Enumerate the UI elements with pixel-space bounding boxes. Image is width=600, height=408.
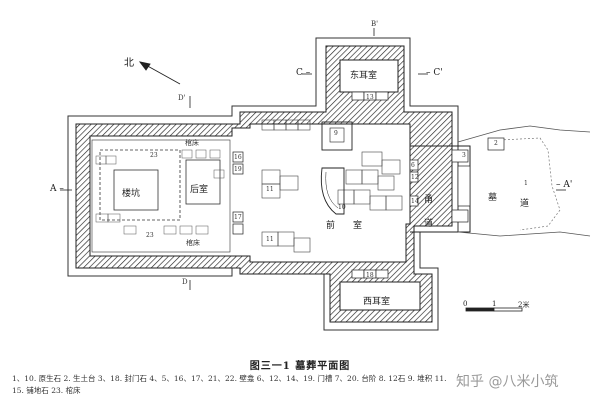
passage-blocks (409, 137, 505, 223)
num-19: 19 (234, 166, 242, 173)
scale-bar (465, 307, 523, 312)
num-1: 1 (524, 180, 528, 187)
num-11b: 11 (266, 236, 274, 243)
north-label: 北 (124, 58, 134, 69)
room-coffin-bottom: 棺床 (186, 239, 200, 247)
num-13: 13 (366, 94, 374, 101)
scale-2: 2米 (518, 301, 530, 309)
watermark: 知乎 @八米小筑 (456, 374, 559, 390)
num-16: 16 (234, 154, 242, 161)
room-west-side: 西耳室 (363, 297, 391, 307)
section-d-bottom: D (182, 278, 188, 286)
back-room-box (185, 159, 221, 205)
num-18: 18 (366, 272, 374, 279)
num-10: 10 (338, 204, 346, 211)
ramp-edge (499, 137, 561, 231)
section-c-right: – C' (426, 68, 443, 78)
num-3: 3 (462, 152, 466, 159)
section-b-top: B' (371, 20, 379, 28)
num-6: 6 (411, 162, 415, 169)
num-14: 14 (411, 198, 419, 205)
num-23a: 23 (150, 152, 158, 159)
num-23b: 23 (146, 232, 154, 239)
section-c-left: C – (296, 68, 311, 78)
section-ticks (60, 28, 566, 290)
coffin-bed-block (99, 149, 181, 221)
front-chamber-paving (261, 119, 403, 253)
figure-legend: 1、10. 原生石 2. 生土台 3、18. 封门石 4、5、16、17、21、… (12, 374, 447, 395)
num-2: 2 (494, 140, 498, 147)
feature-10-stone (320, 167, 345, 215)
feature-9-pit (321, 121, 353, 151)
room-coffin-top: 棺床 (185, 139, 199, 147)
loft-block (113, 169, 159, 211)
scale-1: 1 (492, 300, 497, 308)
door-slots-back (232, 151, 244, 235)
figure-caption: 图三一1 墓葬平面图 (249, 361, 351, 372)
north-arrow-icon (138, 61, 181, 85)
section-a-left: A – (50, 184, 64, 194)
num-12: 12 (411, 174, 419, 181)
num-17: 17 (234, 214, 242, 221)
room-east-side: 东耳室 (350, 71, 378, 81)
room-ramp-right: 道 (520, 199, 530, 209)
room-back: 后室 (190, 185, 209, 195)
side-doors (351, 91, 389, 279)
section-a-right: – A' (556, 180, 573, 190)
back-chamber-bricks (95, 149, 225, 235)
back-chamber-floor (91, 139, 231, 253)
room-passage: 甬道 (424, 195, 434, 229)
section-d-top: D' (178, 94, 186, 102)
scale-0: 0 (463, 300, 468, 308)
num-9: 9 (334, 130, 338, 137)
num-11a: 11 (266, 186, 274, 193)
room-loft: 楼坑 (122, 189, 141, 199)
ramp-outline (457, 125, 591, 237)
room-ramp-left: 墓 (488, 193, 498, 203)
tomb-wall-hatched (75, 45, 453, 323)
room-front: 前室 (326, 221, 381, 231)
